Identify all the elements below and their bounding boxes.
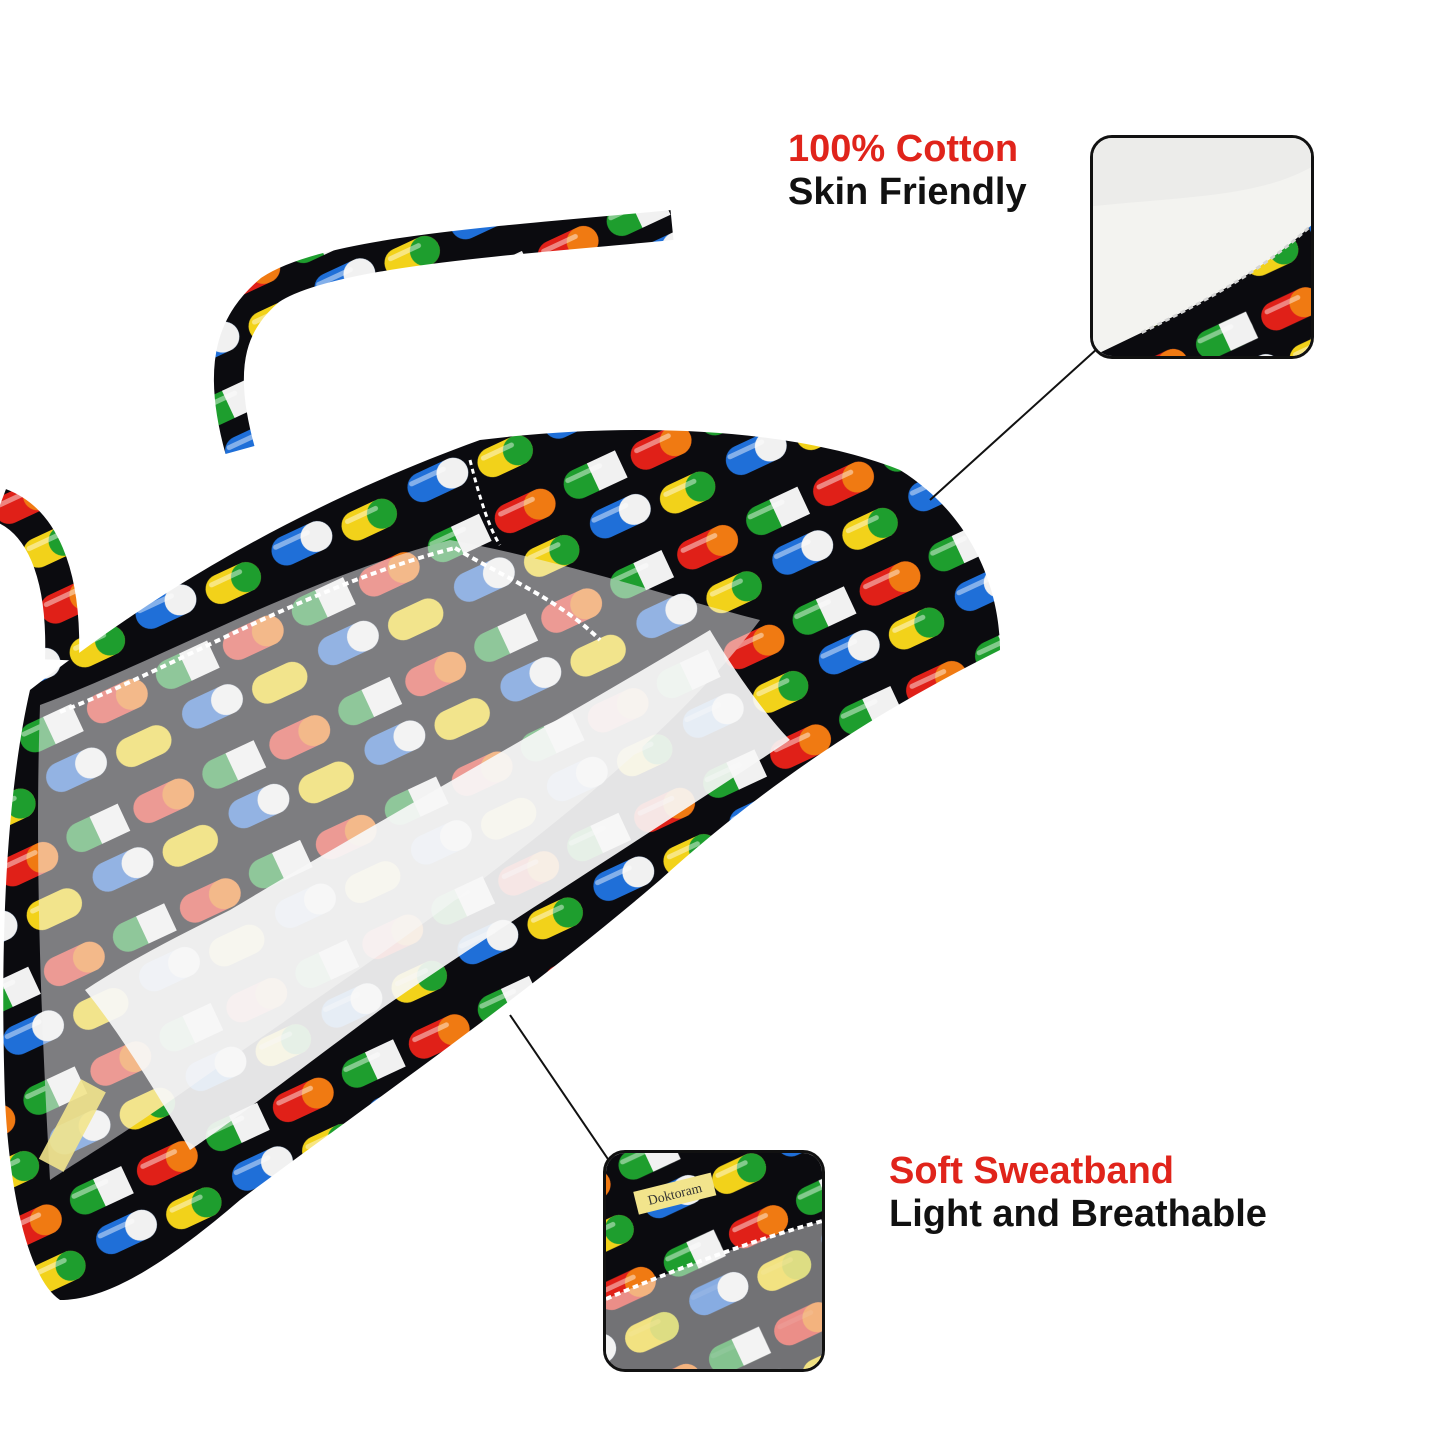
callout-cotton-headline: 100% Cotton: [788, 128, 1019, 170]
tie-strap-front: [0, 489, 80, 661]
callout-cotton: 100% Cotton Skin Friendly: [788, 128, 1027, 213]
callout-sweatband: Soft Sweatband Light and Breathable: [889, 1150, 1267, 1235]
callout-sweatband-headline: Soft Sweatband: [889, 1150, 1175, 1192]
sweatband-panel: [85, 630, 790, 1150]
brand-label: [38, 1079, 106, 1172]
leader-line-sweatband: [509, 1014, 613, 1166]
callout-sweatband-subline: Light and Breathable: [889, 1192, 1267, 1235]
zoom-detail-cotton: [1090, 135, 1314, 359]
tie-strap-back: [213, 210, 674, 455]
leader-line-cotton: [929, 347, 1099, 501]
callout-cotton-subline: Skin Friendly: [788, 170, 1027, 213]
zoom-detail-sweatband: Doktoram: [603, 1150, 825, 1372]
